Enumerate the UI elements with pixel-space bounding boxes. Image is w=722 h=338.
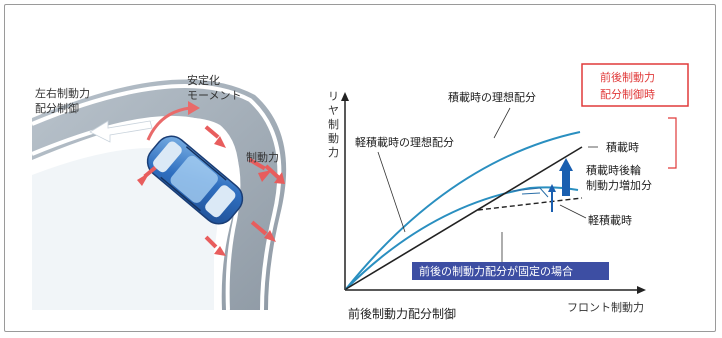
svg-text:リ: リ (328, 90, 339, 103)
annotation-increase-2: 制動力増加分 (586, 178, 652, 192)
y-axis-arrowhead (341, 92, 349, 101)
leader-light (559, 204, 587, 219)
stabilizing-moment-arrow (146, 101, 200, 141)
curved-road (32, 79, 287, 310)
stabilize-label-2: モーメント (187, 89, 242, 102)
series-light-ideal-curve (345, 186, 579, 290)
stabilize-label-1: 安定化 (187, 73, 220, 87)
car-top-view (146, 135, 244, 225)
annotation-loaded: 積載時 (606, 140, 639, 154)
x-axis-arrowhead (637, 286, 646, 294)
control-mode-box (581, 63, 689, 107)
control-box-line-1: 前後制動力 (600, 70, 655, 84)
x-axis-label: フロント制動力 (567, 300, 644, 314)
braking-force-arrows (137, 125, 276, 256)
lr-force-label-2: 配分制御 (35, 101, 79, 115)
annotation-light-ideal: 軽積載時の理想配分 (355, 135, 454, 149)
braking-force-label: 制動力 (246, 150, 279, 164)
svg-text:ヤ: ヤ (328, 104, 339, 117)
figure-frame (4, 4, 716, 332)
svg-text:力: 力 (328, 146, 339, 159)
leader-loaded-ideal (493, 107, 511, 139)
fixed-case-badge (412, 262, 609, 280)
leader-light-ideal (377, 151, 406, 233)
road-edge-inner (31, 115, 241, 311)
annotation-increase-1: 積載時後輪 (586, 163, 641, 177)
annotation-light: 軽積載時 (588, 213, 632, 227)
svg-text:動: 動 (328, 131, 339, 145)
annotation-loaded-ideal: 積載時の理想配分 (448, 90, 536, 104)
road-edge-outer (31, 84, 282, 311)
svg-text:制: 制 (328, 118, 339, 131)
control-box-line-2: 配分制御時 (600, 87, 655, 101)
control-bracket (668, 117, 677, 169)
series-light-control-line (477, 197, 583, 211)
rear-increase-arrow (559, 158, 573, 196)
intersection-marker (511, 187, 549, 198)
braking-force-indicator (264, 164, 285, 184)
rear-increase-small-arrow (548, 184, 556, 212)
travel-direction-arrow (89, 120, 153, 143)
series-loaded-ideal-curve (345, 131, 581, 290)
fixed-case-badge-text: 前後の制動力配分が固定の場合 (419, 264, 573, 278)
y-axis-label: リ ヤ 制 動 力 (328, 90, 339, 159)
chart-caption: 前後制動力配分制御 (348, 306, 456, 321)
series-fixed-distribution-line (345, 146, 583, 290)
lr-force-label-1: 左右制動力 (35, 86, 90, 100)
